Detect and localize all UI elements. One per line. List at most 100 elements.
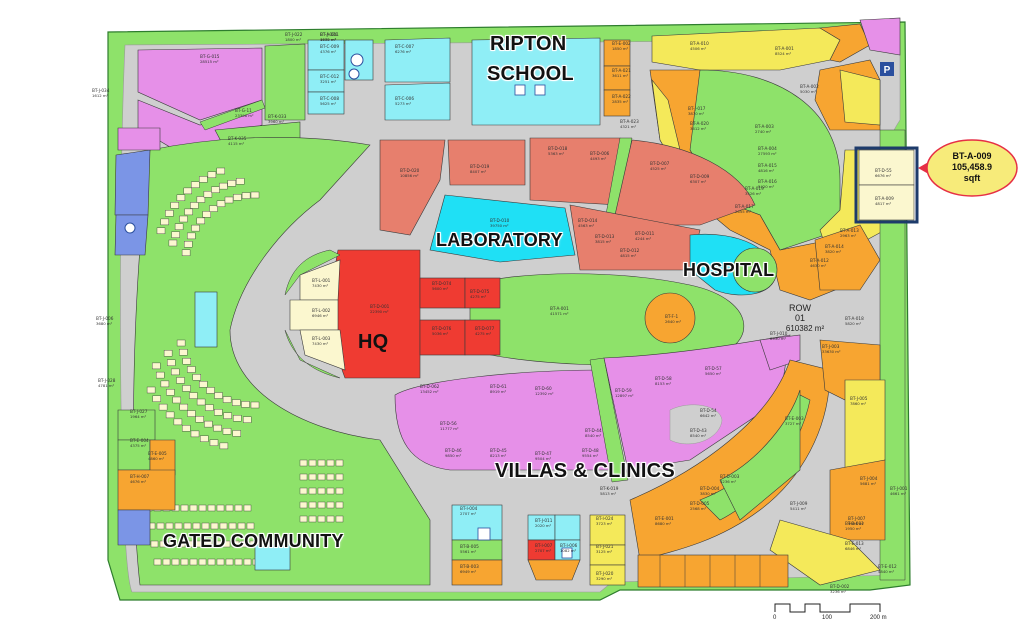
residential-plot[interactable] (150, 540, 159, 548)
residential-plot[interactable] (171, 558, 180, 566)
residential-plot[interactable] (182, 358, 192, 365)
residential-plot[interactable] (335, 473, 344, 481)
residential-plot[interactable] (317, 459, 326, 467)
residential-plot[interactable] (326, 515, 335, 523)
plot-orange-east-lower[interactable] (829, 459, 886, 541)
residential-plot[interactable] (196, 398, 206, 406)
residential-plot[interactable] (231, 540, 240, 548)
residential-plot[interactable] (228, 522, 237, 530)
residential-plot[interactable] (326, 459, 335, 467)
residential-plot[interactable] (214, 409, 223, 416)
residential-plot[interactable] (246, 522, 255, 530)
residential-plot[interactable] (187, 366, 196, 373)
residential-plot[interactable] (234, 504, 243, 512)
residential-plot[interactable] (166, 359, 176, 366)
residential-plot[interactable] (216, 200, 226, 208)
plot-bt-c-005[interactable] (819, 23, 871, 63)
plot-cyan-left-pool[interactable] (194, 291, 218, 348)
residential-plot[interactable] (165, 210, 174, 217)
residential-plot[interactable] (308, 501, 317, 509)
plot-yellow-east-column[interactable] (844, 379, 886, 471)
residential-plot[interactable] (335, 459, 344, 467)
residential-plot[interactable] (207, 504, 216, 512)
residential-plot[interactable] (219, 442, 229, 450)
residential-plot[interactable] (165, 522, 174, 530)
residential-plot[interactable] (192, 374, 202, 381)
residential-plot[interactable] (240, 540, 249, 548)
residential-plot[interactable] (152, 362, 161, 370)
residential-plot[interactable] (179, 349, 188, 356)
residential-plot[interactable] (205, 404, 214, 411)
plot-ripton-school[interactable] (471, 37, 601, 126)
residential-plot[interactable] (243, 558, 252, 566)
residential-plot[interactable] (183, 187, 193, 195)
residential-plot[interactable] (180, 558, 189, 566)
residential-plot[interactable] (317, 515, 326, 523)
residential-plot[interactable] (153, 558, 162, 566)
residential-plot[interactable] (162, 558, 171, 566)
residential-plot[interactable] (222, 396, 232, 403)
plot-bt-a-010[interactable] (858, 184, 915, 221)
residential-plot[interactable] (203, 190, 213, 198)
plot-hospital-green[interactable] (732, 247, 778, 293)
plot-bt-j-021[interactable] (589, 514, 626, 546)
plot-bt-c-008[interactable] (307, 91, 345, 115)
residential-plot[interactable] (249, 540, 258, 548)
residential-plot[interactable] (182, 385, 191, 392)
residential-plot[interactable] (210, 522, 219, 530)
residential-plot[interactable] (299, 487, 308, 495)
residential-plot[interactable] (196, 196, 206, 203)
residential-plot[interactable] (198, 504, 207, 512)
residential-plot[interactable] (235, 178, 245, 185)
plot-pink-left-1[interactable] (117, 127, 161, 151)
plot-bt-c-007[interactable] (384, 37, 451, 83)
residential-plot[interactable] (172, 396, 181, 404)
plot-bt-d-077[interactable] (464, 319, 501, 356)
plot-bt-c-006[interactable] (384, 82, 451, 121)
residential-plot[interactable] (299, 515, 308, 523)
residential-plot[interactable] (159, 540, 168, 548)
residential-plot[interactable] (179, 215, 188, 223)
residential-plot[interactable] (222, 540, 231, 548)
residential-plot[interactable] (243, 504, 252, 512)
residential-plot[interactable] (195, 540, 204, 548)
residential-plot[interactable] (198, 558, 207, 566)
residential-plot[interactable] (173, 418, 183, 426)
residential-plot[interactable] (187, 232, 196, 240)
residential-plot[interactable] (234, 558, 243, 566)
plot-bt-d-018-group[interactable] (529, 137, 621, 206)
residential-plot[interactable] (183, 240, 193, 248)
residential-plot[interactable] (241, 192, 251, 199)
residential-plot[interactable] (163, 350, 173, 357)
residential-plot[interactable] (186, 540, 195, 548)
residential-plot[interactable] (335, 487, 344, 495)
residential-plot[interactable] (181, 249, 191, 257)
residential-plot[interactable] (231, 399, 241, 406)
plot-bt-d-010-laboratory[interactable] (429, 194, 576, 263)
residential-plot[interactable] (190, 202, 199, 209)
residential-plot[interactable] (225, 558, 234, 566)
plot-yellow-right-1[interactable] (839, 69, 881, 126)
residential-plot[interactable] (174, 223, 184, 230)
residential-plot[interactable] (213, 424, 222, 432)
residential-plot[interactable] (222, 428, 232, 435)
residential-plot[interactable] (308, 459, 317, 467)
residential-plot[interactable] (174, 522, 183, 530)
plot-orange-ring-south[interactable] (629, 359, 831, 561)
residential-plot[interactable] (204, 420, 213, 428)
plot-bt-d-020[interactable] (379, 139, 446, 236)
residential-plot[interactable] (209, 205, 218, 212)
residential-plot[interactable] (237, 522, 246, 530)
residential-plot[interactable] (216, 558, 225, 566)
plot-cyan-gated[interactable] (254, 544, 291, 571)
residential-plot[interactable] (168, 239, 178, 247)
residential-plot[interactable] (171, 368, 180, 376)
plot-bt-d-019[interactable] (447, 139, 526, 186)
residential-plot[interactable] (179, 403, 189, 411)
plot-bt-k-019[interactable] (117, 469, 176, 511)
plot-bt-d-075[interactable] (464, 277, 501, 309)
plot-orange-right-column[interactable] (814, 224, 881, 291)
residential-plot[interactable] (326, 487, 335, 495)
residential-plot[interactable] (192, 522, 201, 530)
residential-plot[interactable] (204, 540, 213, 548)
